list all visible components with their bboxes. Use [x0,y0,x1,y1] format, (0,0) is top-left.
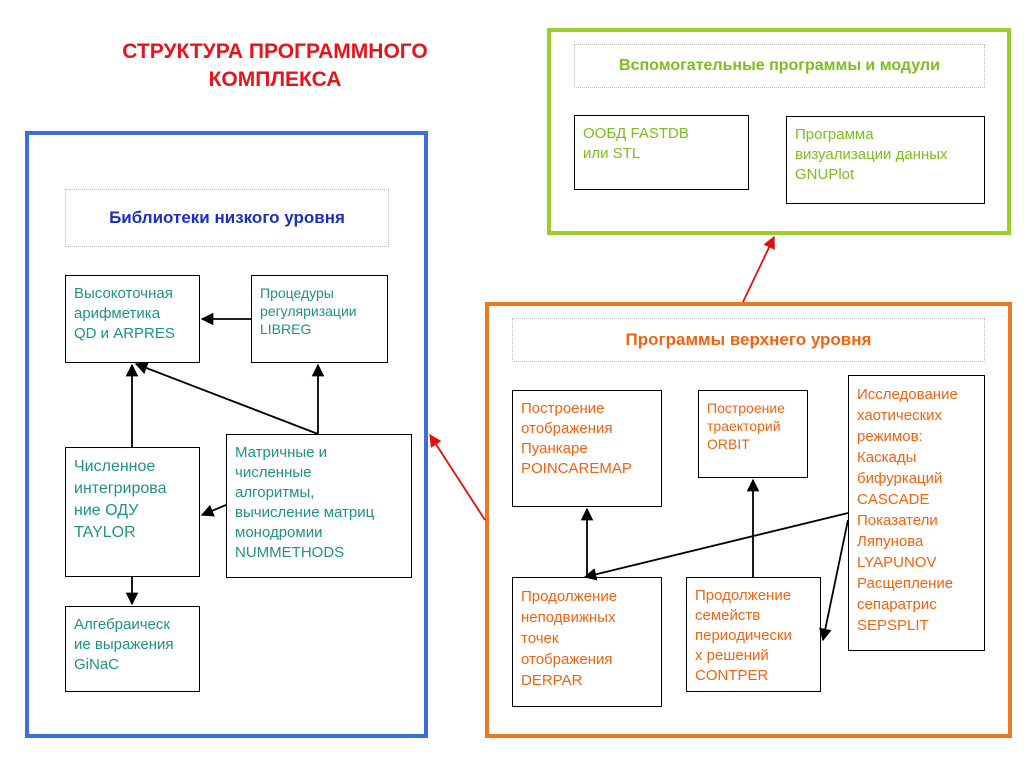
qd-arpres-box: Высокоточная арифметика QD и ARPRES [65,275,200,363]
low-level-header: Библиотеки низкого уровня [65,189,389,247]
aux-header: Вспомогательные программы и модули [574,44,985,88]
ginac-box: Алгебраическ ие выражения GiNaC [65,606,200,692]
poincaremap-text: Построение отображения Пуанкаре POINCARE… [521,400,632,477]
chaos-box: Исследование хаотических режимов: Каскад… [848,375,985,651]
fastdb-text: ООБД FASTDB или STL [583,125,689,162]
contper-box: Продолжение семейств периодически х реше… [686,577,821,692]
nummethods-text: Матричные и численные алгоритмы, вычисле… [235,444,375,561]
high-level-header: Программы верхнего уровня [512,318,985,362]
page-title: СТРУКТУРА ПРОГРАММНОГО КОМПЛЕКСА [70,38,480,94]
gnuplot-text: Программа визуализации данных GNUPlot [795,126,948,183]
aux-header-text: Вспомогательные программы и модули [619,57,940,74]
libreg-box: Процедуры регуляризации LIBREG [251,275,388,363]
page-title-text: СТРУКТУРА ПРОГРАММНОГО КОМПЛЕКСА [122,40,428,91]
arrow-nummethods-to-qd [134,362,319,435]
chaos-text: Исследование хаотических режимов: Каскад… [857,386,958,634]
low-level-panel [25,131,428,738]
derpar-text: Продолжение неподвижных точек отображени… [521,588,618,689]
nummethods-box: Матричные и численные алгоритмы, вычисле… [226,434,412,578]
arrow-high-to-aux [742,235,775,303]
aux-panel [547,28,1011,235]
low-level-header-text: Библиотеки низкого уровня [109,208,345,227]
high-level-panel [485,302,1012,738]
derpar-box: Продолжение неподвижных точек отображени… [512,577,662,707]
poincaremap-box: Построение отображения Пуанкаре POINCARE… [512,390,662,507]
orbit-text: Построение траекторий ORBIT [707,400,785,452]
gnuplot-box: Программа визуализации данных GNUPlot [786,116,985,204]
ginac-text: Алгебраическ ие выражения GiNaC [74,616,174,673]
orbit-box: Построение траекторий ORBIT [698,390,808,478]
high-level-header-text: Программы верхнего уровня [625,330,872,349]
taylor-box: Численное интегрирова ние ОДУ TAYLOR [65,447,200,577]
arrow-high-to-low [429,433,486,521]
arrow-chaos-to-derpar [583,512,849,581]
arrow-nummethods-to-taylor [200,504,227,517]
fastdb-box: ООБД FASTDB или STL [574,115,749,190]
libreg-text: Процедуры регуляризации LIBREG [260,285,357,337]
qd-arpres-text: Высокоточная арифметика QD и ARPRES [74,285,175,342]
arrow-chaos-to-contper [819,519,849,642]
taylor-text: Численное интегрирова ние ОДУ TAYLOR [74,458,167,541]
contper-text: Продолжение семейств периодически х реше… [695,587,792,684]
